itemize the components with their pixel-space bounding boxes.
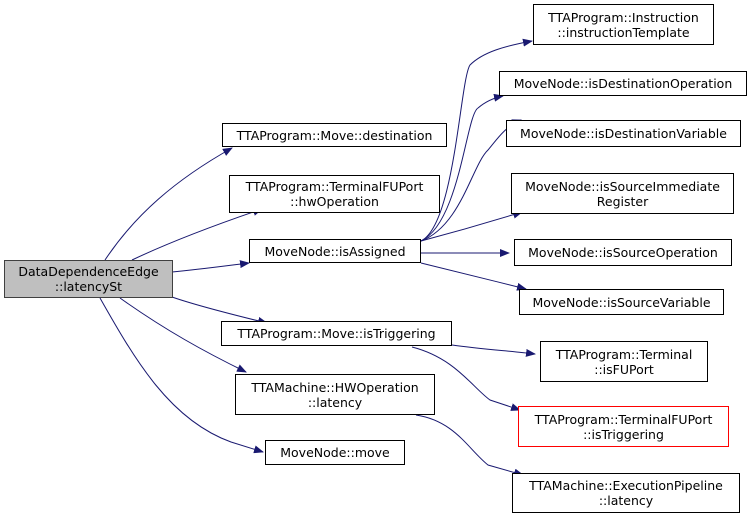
node-label-line1: MoveNode::isSourceImmediate bbox=[525, 178, 720, 194]
node-label-line1: TTAProgram::Terminal bbox=[555, 346, 693, 362]
edge-root-to-move-destination bbox=[104, 147, 233, 261]
node-datadependenceedge-latencyst[interactable]: DataDependenceEdge ::latencySt bbox=[4, 260, 173, 298]
node-label-line2: ::instructionTemplate bbox=[557, 24, 690, 40]
node-label-line1: DataDependenceEdge bbox=[18, 264, 159, 279]
node-label-line2: ::isFUPort bbox=[594, 361, 654, 377]
node-label-line1: MoveNode::move bbox=[280, 445, 390, 460]
edge-root-to-movenode-isassigned bbox=[171, 260, 250, 273]
node-label-line2: ::isTriggering bbox=[583, 426, 664, 442]
edge-root-to-hwoperation-latency bbox=[119, 297, 247, 373]
node-label-line1: TTAProgram::TerminalFUPort bbox=[534, 411, 713, 427]
edge-root-to-movenode-move bbox=[99, 297, 264, 454]
edge-isassigned-to-isdestinationvariable bbox=[420, 119, 522, 242]
node-label-line1: MoveNode::isAssigned bbox=[264, 243, 406, 259]
node-instruction-instructiontemplate[interactable]: TTAProgram::Instruction ::instructionTem… bbox=[533, 4, 714, 45]
node-label-line2: ::latency bbox=[307, 394, 363, 410]
edge-isassigned-to-isdestinationoperation bbox=[420, 93, 504, 242]
node-label-line1: MoveNode::isDestinationOperation bbox=[513, 76, 733, 91]
node-terminalfuport-istriggering[interactable]: TTAProgram::TerminalFUPort ::isTriggerin… bbox=[518, 406, 729, 447]
node-terminal-isfuport[interactable]: TTAProgram::Terminal ::isFUPort bbox=[540, 341, 708, 382]
node-movenode-issourcevariable[interactable]: MoveNode::isSourceVariable bbox=[519, 289, 724, 315]
node-label-line1: TTAProgram::TerminalFUPort bbox=[245, 179, 424, 194]
node-label-line1: TTAMachine::HWOperation bbox=[251, 379, 419, 395]
node-movenode-isassigned[interactable]: MoveNode::isAssigned bbox=[249, 239, 421, 263]
node-movenode-move[interactable]: MoveNode::move bbox=[265, 440, 405, 465]
node-move-destination[interactable]: TTAProgram::Move::destination bbox=[222, 123, 447, 147]
node-label-line1: MoveNode::isSourceOperation bbox=[528, 245, 718, 260]
node-movenode-isdestinationvariable[interactable]: MoveNode::isDestinationVariable bbox=[506, 120, 741, 147]
node-label-line1: TTAProgram::Instruction bbox=[548, 9, 699, 25]
edge-isassigned-to-issourcevariable bbox=[420, 262, 527, 291]
edge-istriggering-to-terminal-isfuport bbox=[451, 344, 536, 357]
node-terminalfuport-hwoperation[interactable]: TTAProgram::TerminalFUPort ::hwOperation bbox=[229, 175, 440, 213]
node-label-line1: TTAProgram::Move::isTriggering bbox=[237, 326, 436, 341]
edge-root-to-terminalfuport-hwoperation bbox=[131, 208, 263, 261]
edge-root-to-move-istriggering bbox=[171, 296, 268, 325]
node-executionpipeline-latency[interactable]: TTAMachine::ExecutionPipeline ::latency bbox=[512, 473, 740, 513]
edge-isassigned-to-issourceimmediateregister bbox=[420, 210, 523, 242]
node-hwoperation-latency[interactable]: TTAMachine::HWOperation ::latency bbox=[235, 374, 435, 415]
node-movenode-isdestinationoperation[interactable]: MoveNode::isDestinationOperation bbox=[499, 71, 747, 96]
node-label-line2: ::latency bbox=[598, 493, 654, 508]
node-label-line2: ::hwOperation bbox=[290, 194, 379, 209]
node-movenode-issourceimmediateregister[interactable]: MoveNode::isSourceImmediate Register bbox=[511, 173, 734, 214]
node-label-line2: ::latencySt bbox=[54, 279, 123, 294]
node-label-line1: TTAMachine::ExecutionPipeline bbox=[529, 478, 723, 493]
node-label-line1: MoveNode::isDestinationVariable bbox=[520, 126, 727, 141]
edge-isassigned-to-instruction-template bbox=[420, 38, 533, 242]
node-label-line1: MoveNode::isSourceVariable bbox=[532, 294, 711, 310]
edge-istriggering-to-terminalfuport-istriggering bbox=[411, 346, 521, 411]
node-label-line1: TTAProgram::Move::destination bbox=[236, 127, 433, 143]
edge-hwoperation-latency-to-executionpipeline bbox=[415, 414, 524, 477]
node-label-line2: Register bbox=[596, 193, 649, 209]
node-movenode-issourceoperation[interactable]: MoveNode::isSourceOperation bbox=[514, 239, 732, 266]
node-move-istriggering[interactable]: TTAProgram::Move::isTriggering bbox=[221, 321, 452, 346]
